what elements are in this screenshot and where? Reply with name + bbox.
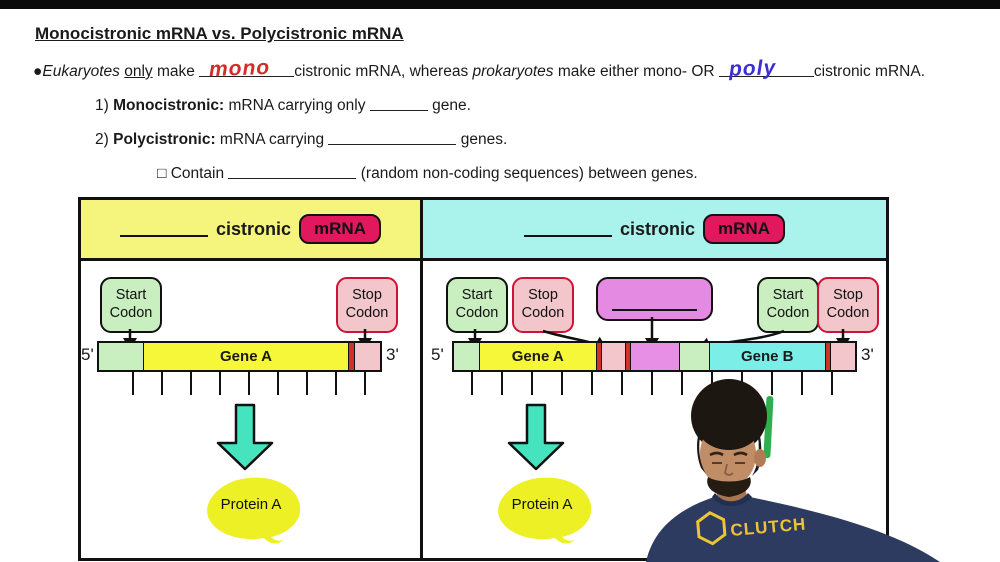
start-codon-box-2: Start Codon	[757, 277, 819, 333]
sub-tail: (random non-coding sequences) between ge…	[360, 165, 698, 182]
stop-codon-segment	[354, 343, 380, 370]
protein-blob-shape	[498, 477, 592, 544]
page-title: Monocistronic mRNA vs. Polycistronic mRN…	[35, 24, 404, 43]
item2-text: mRNA carrying	[219, 131, 325, 148]
item1-term: Monocistronic:	[113, 97, 225, 114]
nose	[724, 463, 734, 476]
header-polycistronic: cistronic mRNA	[423, 200, 886, 261]
item2-number: 2)	[95, 131, 109, 148]
header-label-left: cistronic	[216, 218, 292, 239]
word-make: make	[156, 63, 195, 80]
five-prime-label: 5'	[431, 345, 444, 364]
spacer-blank-line	[612, 309, 697, 311]
mrna-strand-poly: Gene A Gene B	[452, 341, 857, 372]
bullet-marker: ●	[33, 63, 43, 80]
shirt	[646, 497, 940, 562]
text-after-poly: cistronic mRNA.	[813, 63, 926, 80]
item1-text: mRNA carrying only	[228, 97, 366, 114]
gene-a-segment: Gene A	[479, 343, 596, 370]
stop-codon-segment-1	[600, 343, 625, 370]
sub-item-contain: □ Contain (random non-coding sequences) …	[157, 165, 1000, 183]
collar	[712, 493, 752, 506]
header-blank-left	[120, 221, 208, 237]
item-monocistronic: 1) Monocistronic: mRNA carrying only gen…	[95, 97, 1000, 115]
sub-text: Contain	[170, 165, 225, 182]
panel-monocistronic: Start Codon Stop Codon 5' Gene A 3'	[81, 261, 423, 558]
red-separator	[595, 343, 601, 370]
start-codon-segment-2	[678, 343, 709, 370]
square-bullet-marker: □	[157, 165, 167, 182]
three-prime-label: 3'	[861, 345, 874, 364]
item1-tail: gene.	[432, 97, 471, 114]
handwritten-mono: mono	[208, 55, 271, 82]
protein-a-blob: Protein A	[489, 474, 595, 544]
blank-item1	[369, 97, 428, 111]
stop-codon-box: Stop Codon	[336, 277, 398, 333]
protein-a-blob: Protein A	[198, 474, 304, 544]
intergenic-spacer-segment	[629, 343, 679, 370]
item2-term: Polycistronic:	[113, 131, 216, 148]
top-black-bar	[0, 0, 1000, 9]
hair-fringe	[696, 396, 762, 450]
comparison-table: cistronic mRNA cistronic mRNA Start Codo…	[78, 197, 889, 561]
start-codon-segment-1	[454, 343, 479, 370]
stop-codon-box-1: Stop Codon	[512, 277, 574, 333]
start-codon-segment	[99, 343, 143, 370]
protein-blob-shape	[207, 477, 301, 544]
header-blank-right	[524, 221, 612, 237]
stop-codon-segment-2	[830, 343, 855, 370]
blank-sub	[228, 165, 357, 179]
blank-poly: poly	[718, 56, 814, 81]
word-only: only	[124, 63, 153, 80]
translation-arrow	[507, 403, 565, 471]
instructor-webcam: CLUTCH	[622, 376, 944, 562]
item2-tail: genes.	[460, 131, 508, 148]
three-prime-label: 3'	[386, 345, 399, 364]
word-prokaryotes: prokaryotes	[472, 63, 554, 80]
bullet-line: ●Eukaryotes only make mono cistronic mRNA…	[33, 56, 1000, 81]
text-after-mono: cistronic mRNA, whereas	[294, 63, 469, 80]
notes-block: Monocistronic mRNA vs. Polycistronic mRN…	[0, 9, 1000, 183]
gene-b-segment: Gene B	[708, 343, 825, 370]
text-after-prokaryotes: make either mono- OR	[557, 63, 715, 80]
item1-number: 1)	[95, 97, 109, 114]
item-polycistronic: 2) Polycistronic: mRNA carrying genes.	[95, 131, 1000, 149]
five-prime-label: 5'	[81, 345, 94, 364]
sideburn-left	[697, 436, 706, 474]
ear	[754, 449, 766, 467]
beard	[707, 477, 751, 497]
word-eukaryotes: Eukaryotes	[42, 63, 120, 80]
blank-mono: mono	[199, 56, 295, 81]
red-separator	[825, 343, 830, 370]
red-separator	[624, 343, 630, 370]
hexagon-icon	[696, 511, 727, 546]
start-codon-box: Start Codon	[100, 277, 162, 333]
stop-codon-box-2: Stop Codon	[817, 277, 879, 333]
gene-a-segment: Gene A	[143, 343, 348, 370]
eyebrow-left	[709, 451, 724, 457]
header-monocistronic: cistronic mRNA	[81, 200, 423, 261]
panel-polycistronic: Start Codon Stop Codon Start Codon Stop …	[423, 261, 886, 558]
instructor-figure: CLUTCH	[646, 379, 940, 562]
mrna-strand-mono: Gene A	[97, 341, 382, 372]
start-codon-box-1: Start Codon	[446, 277, 508, 333]
header-label-right: cistronic	[620, 218, 696, 239]
blank-item2	[328, 131, 457, 145]
handwritten-poly: poly	[728, 56, 777, 81]
translation-arrow	[216, 403, 274, 471]
mrna-badge-left: mRNA	[299, 214, 381, 244]
eyebrow-right	[733, 451, 748, 457]
intergenic-spacer-box	[596, 277, 713, 321]
mrna-badge-right: mRNA	[703, 214, 785, 244]
red-separator	[348, 343, 354, 370]
